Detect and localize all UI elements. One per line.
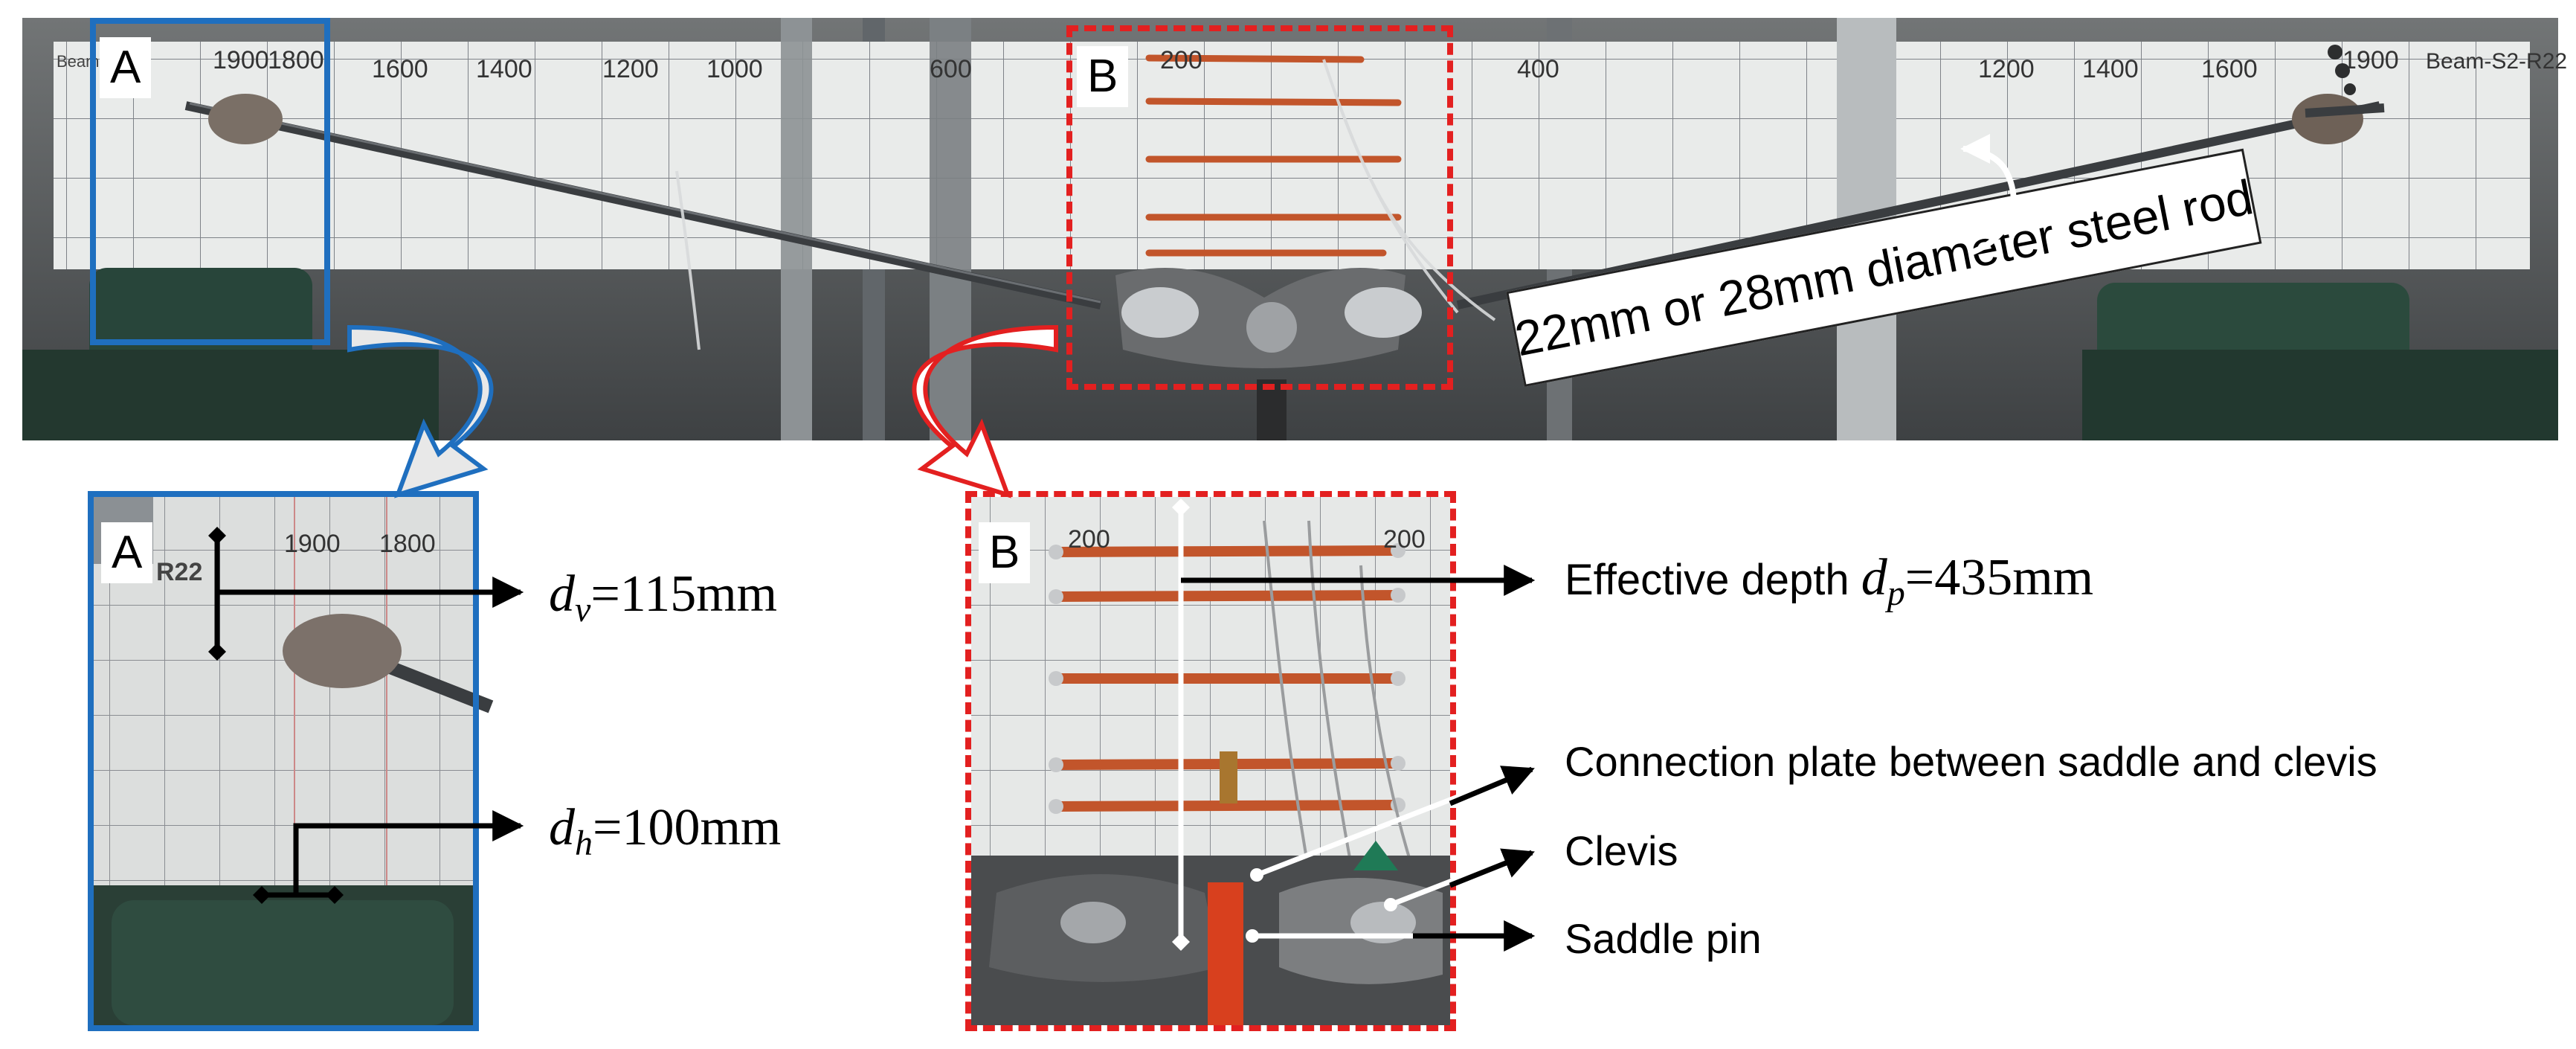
svg-text:1600: 1600	[2201, 55, 2258, 83]
blue-curved-arrow	[347, 324, 494, 498]
svg-text:1400: 1400	[2082, 55, 2139, 83]
svg-text:1200: 1200	[1978, 55, 2035, 83]
dv-symbol: d	[549, 565, 575, 623]
inset-a-frame	[88, 491, 479, 1031]
dp-value: =435mm	[1904, 549, 2094, 606]
inset-b-label: B	[979, 522, 1031, 583]
dh-subscript: h	[575, 824, 593, 863]
dp-symbol: d	[1861, 549, 1887, 606]
region-a-frame	[90, 18, 330, 345]
svg-text:1600: 1600	[372, 55, 428, 83]
svg-text:1900: 1900	[2342, 46, 2399, 74]
dv-subscript: v	[575, 590, 591, 629]
connection-plate-label: Connection plate between saddle and clev…	[1565, 738, 2377, 785]
svg-text:1900: 1900	[213, 46, 269, 74]
effective-depth-label: Effective depth dp=435mm	[1565, 552, 2093, 612]
svg-text:1000: 1000	[706, 55, 763, 83]
dv-label: dv=115mm	[549, 568, 777, 628]
region-a-label: A	[100, 37, 152, 98]
dh-symbol: d	[549, 799, 575, 856]
svg-text:400: 400	[1517, 55, 1559, 83]
svg-text:Beam-S2-R22: Beam-S2-R22	[2426, 49, 2567, 74]
svg-text:1800: 1800	[268, 46, 324, 74]
inset-b-frame	[965, 491, 1456, 1031]
dv-value: =115mm	[590, 565, 778, 623]
region-b-label: B	[1077, 46, 1129, 107]
region-b-frame	[1066, 25, 1453, 390]
effective-depth-prefix: Effective depth	[1565, 556, 1861, 604]
clevis-label: Clevis	[1565, 827, 1678, 874]
svg-text:1400: 1400	[476, 55, 532, 83]
svg-text:1200: 1200	[602, 55, 659, 83]
inset-a-label: A	[101, 522, 153, 583]
dh-label: dh=100mm	[549, 802, 781, 862]
dp-subscript: p	[1887, 574, 1905, 613]
saddle-pin-label: Saddle pin	[1565, 915, 1762, 962]
svg-text:200: 200	[1160, 46, 1202, 74]
svg-text:600: 600	[930, 55, 972, 83]
red-curved-arrow	[912, 324, 1058, 498]
dh-value: =100mm	[593, 799, 782, 856]
